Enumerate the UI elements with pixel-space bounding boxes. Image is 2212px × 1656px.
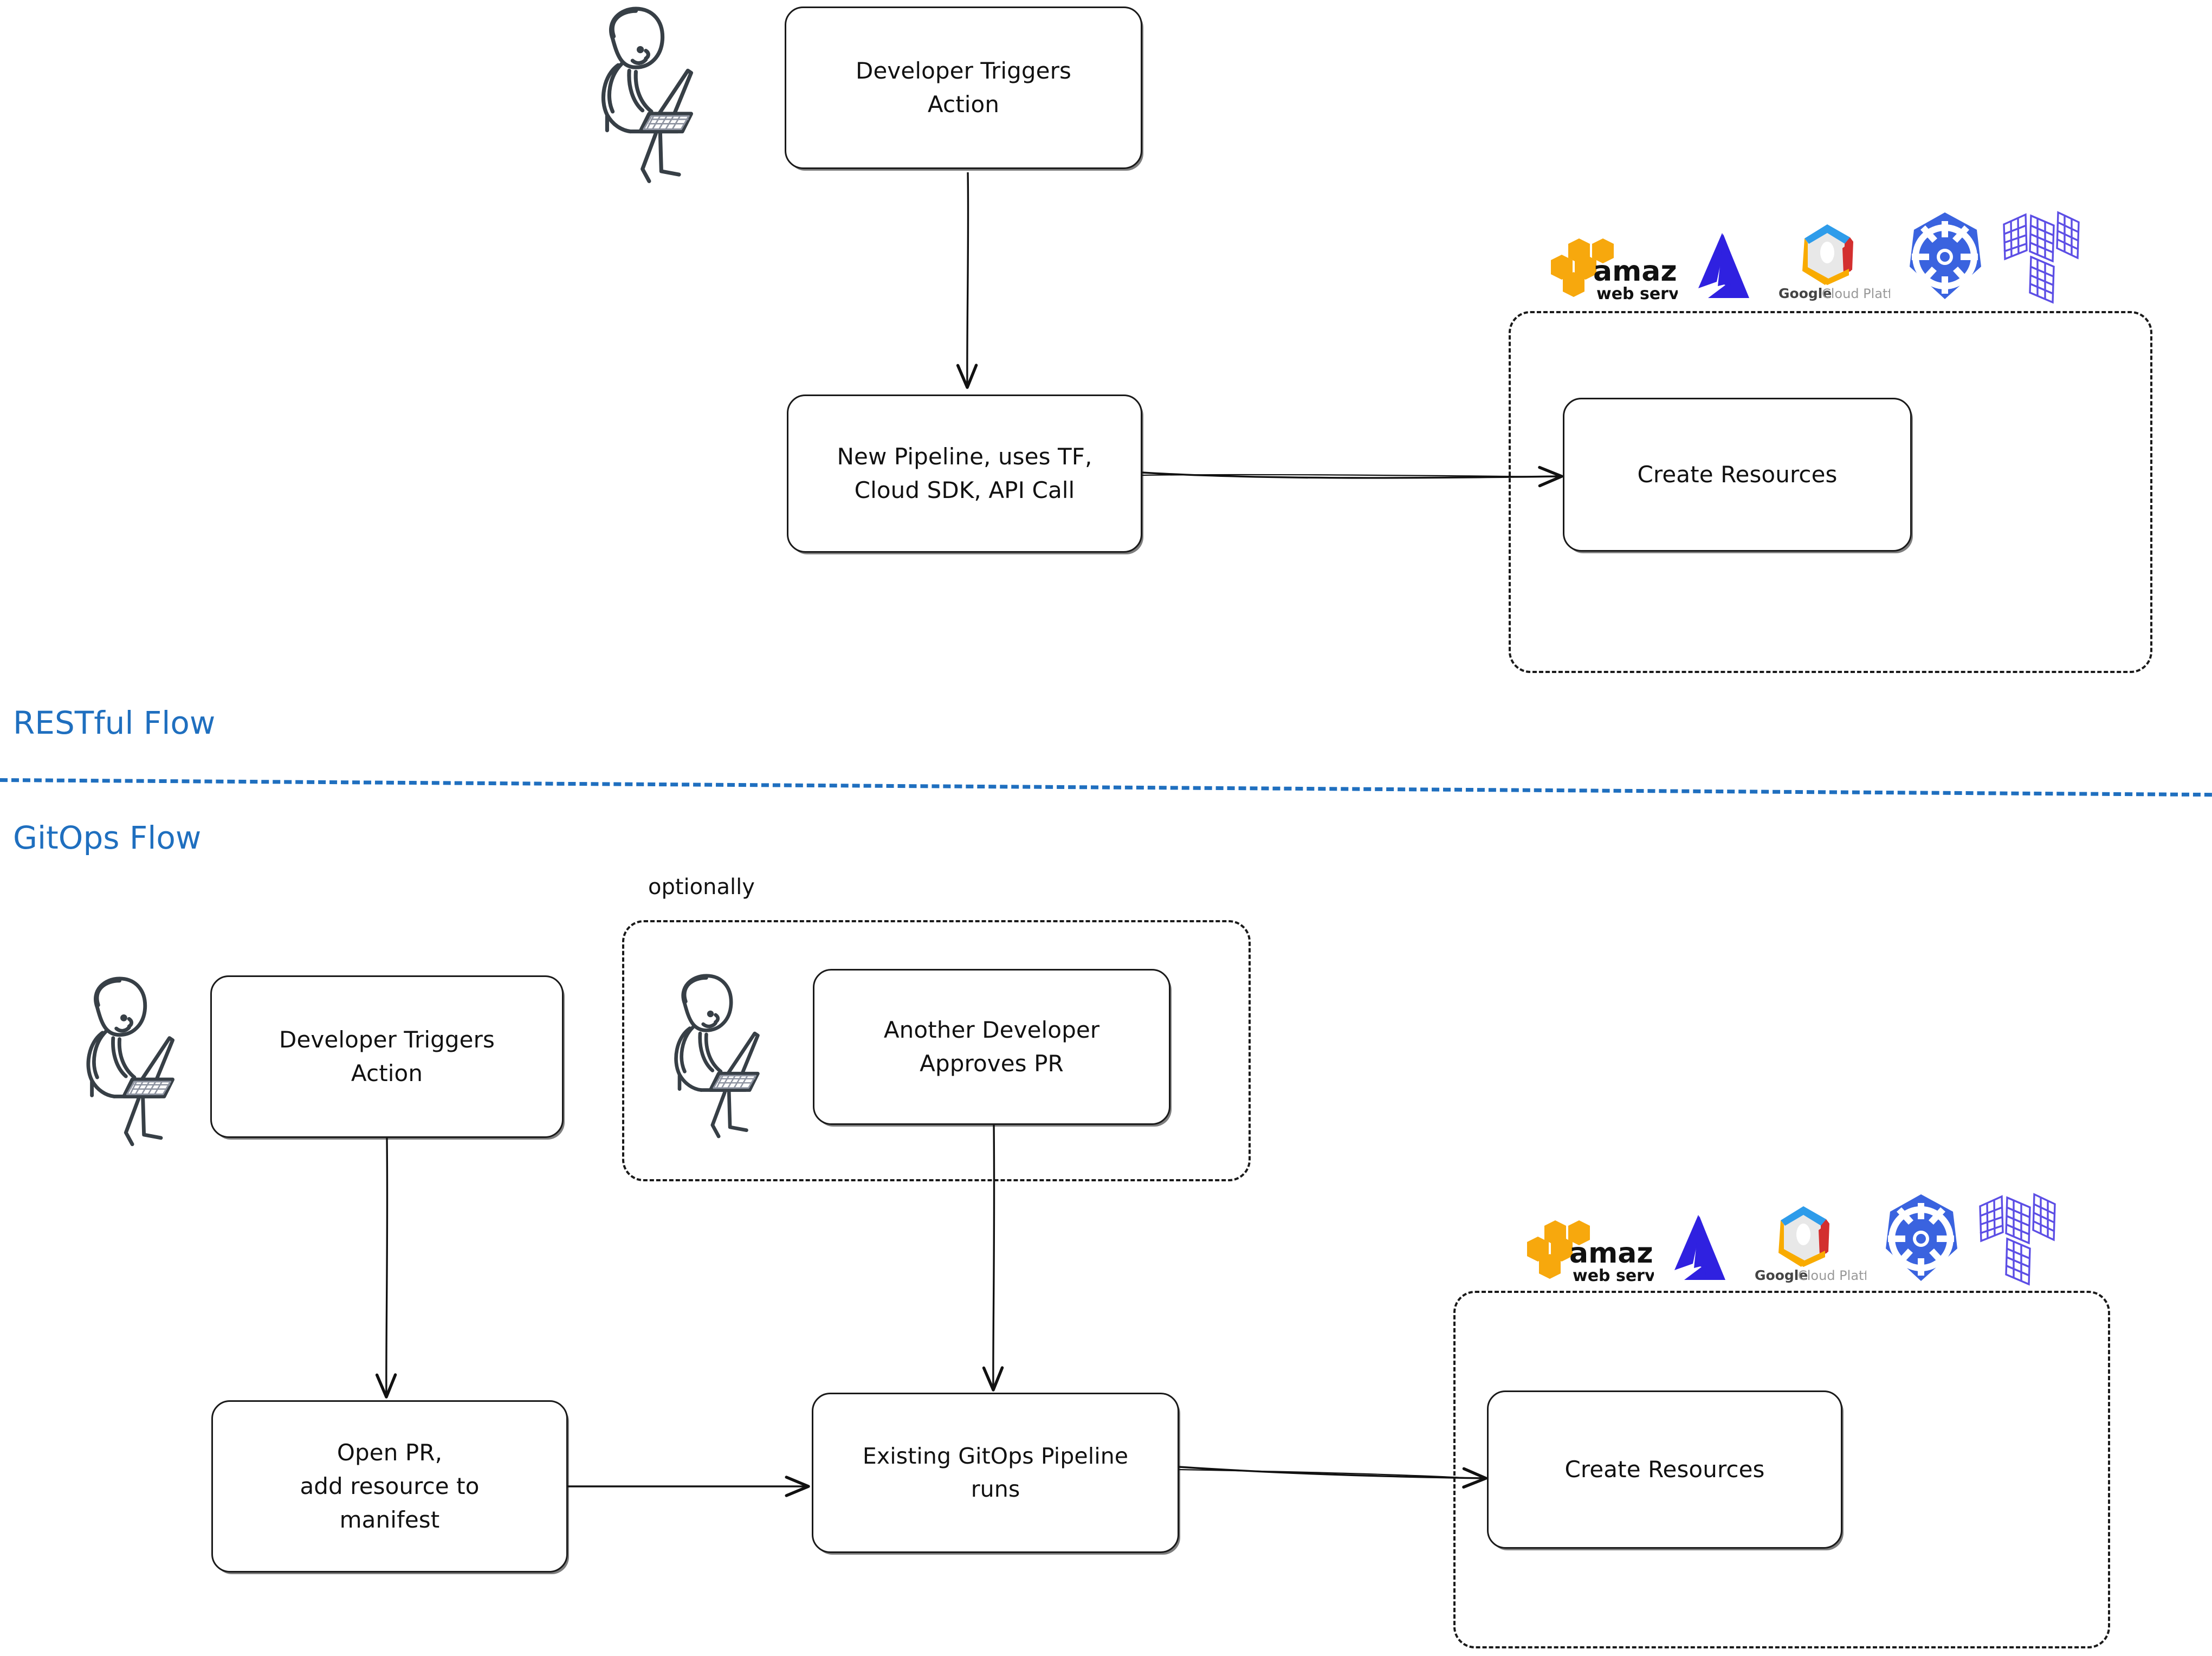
cloud-provider-group-bottom [1453,1291,2110,1648]
terraform-logo [2000,210,2081,306]
cloud-logo-strip-bottom: amazon web services [1509,1185,2057,1288]
node-create-resources-top[interactable]: Create Resources [1563,398,1912,552]
node-another-developer-approves-pr[interactable]: Another Developer Approves PR [813,969,1170,1125]
node-existing-gitops-pipeline[interactable]: Existing GitOps Pipeline runs [812,1393,1179,1553]
kubernetes-logo [1904,210,1985,306]
node-line: runs [971,1476,1020,1502]
edge-dev-to-pipeline [956,172,978,389]
developer-top-icon [601,7,694,183]
node-developer-triggers-action-bottom[interactable]: Developer Triggers Action [210,975,564,1138]
gcp-platform-text: Cloud Platform [1822,286,1890,301]
kubernetes-logo [1880,1192,1962,1288]
node-line: Create Resources [1564,1456,1765,1483]
aws-logo: amazon web services [1509,1216,1654,1288]
node-line: Approves PR [920,1050,1064,1077]
node-developer-triggers-action-top[interactable]: Developer Triggers Action [785,7,1142,169]
node-line: Open PR, [337,1439,443,1466]
optionally-caption: optionally [648,875,755,900]
azure-logo [1668,1211,1738,1288]
aws-subtext: web services [1573,1266,1654,1285]
edge-pipeline-to-resources-bottom [1179,1466,1487,1489]
gcp-google-text: Google [1755,1267,1808,1283]
azure-logo [1692,229,1762,306]
node-line: Existing GitOps Pipeline [862,1443,1129,1470]
gcp-google-text: Google [1778,286,1832,301]
gcp-logo: Google Cloud Platform [1776,219,1890,306]
node-line: manifest [339,1506,440,1534]
node-line: Create Resources [1637,461,1838,488]
node-line: Cloud SDK, API Call [854,477,1075,503]
node-line: Developer Triggers [279,1026,495,1053]
developer-bottom-left-icon [86,976,174,1147]
section-label-restful: RESTful Flow [13,704,216,741]
section-divider [0,778,2212,797]
section-label-gitops: GitOps Flow [13,819,202,856]
node-line: Action [351,1060,423,1086]
optionally-group [622,920,1251,1181]
aws-wordmark: amazon [1569,1237,1654,1270]
node-create-resources-bottom[interactable]: Create Resources [1487,1390,1842,1549]
node-line: New Pipeline, uses TF, [837,443,1092,470]
cloud-logo-strip-top: amazon web services [1532,205,2081,306]
node-line: Another Developer [883,1016,1100,1043]
gcp-platform-text: Cloud Platform [1798,1268,1866,1283]
edge-pipeline-to-resources [1142,465,1563,488]
aws-logo: amazon web services [1532,234,1678,306]
aws-wordmark: amazon [1593,255,1678,288]
node-open-pr[interactable]: Open PR, add resource to manifest [211,1400,568,1573]
aws-subtext: web services [1596,284,1678,303]
edge-devbottom-to-openpr [375,1137,397,1399]
node-line: add resource to [300,1472,480,1499]
cloud-provider-group-top [1509,311,2152,673]
node-line: Developer Triggers [856,57,1071,84]
node-line: Action [927,91,1000,118]
gcp-logo: Google Cloud Platform [1752,1201,1866,1288]
node-new-pipeline[interactable]: New Pipeline, uses TF, Cloud SDK, API Ca… [787,394,1142,553]
terraform-logo [1976,1192,2057,1288]
